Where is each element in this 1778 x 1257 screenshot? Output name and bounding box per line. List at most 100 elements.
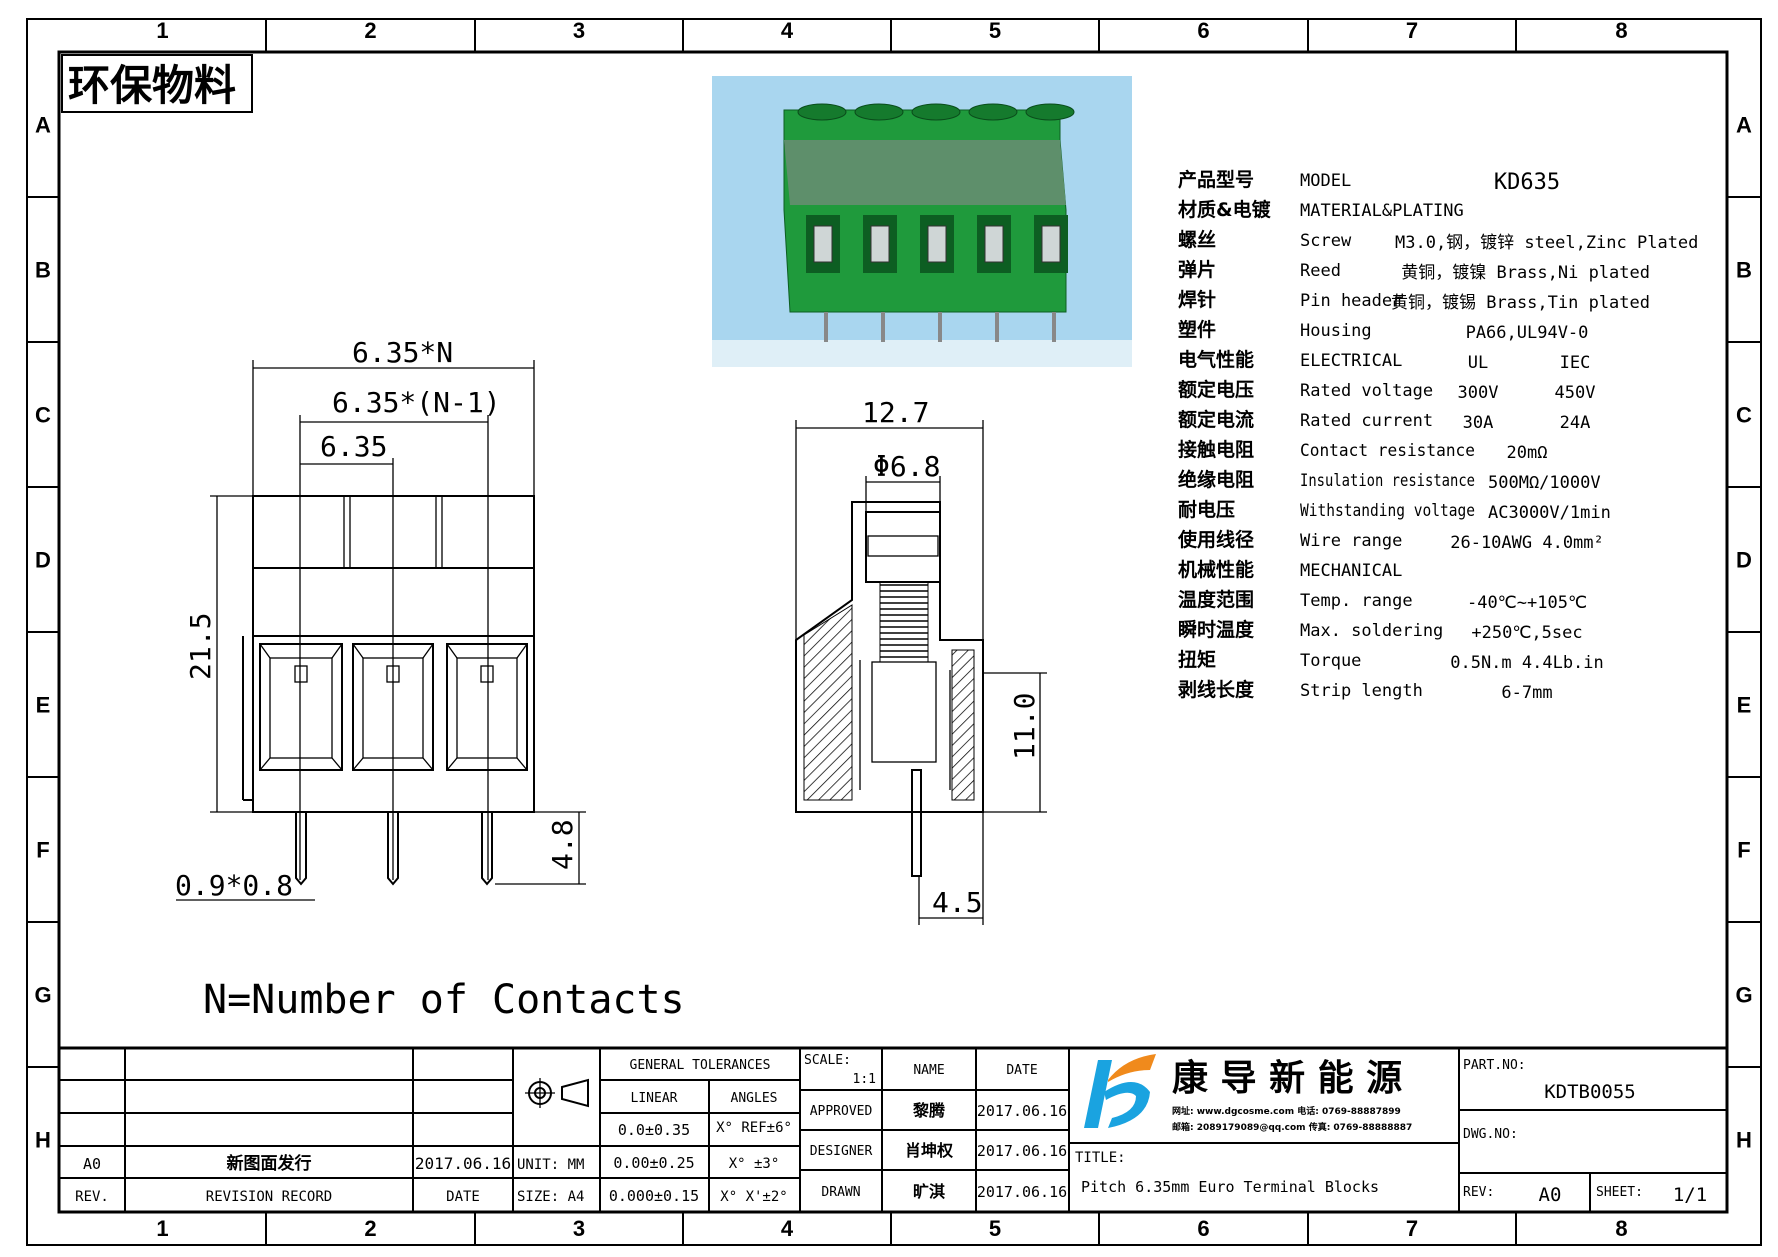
- spec-label-cn: 温度范围: [1178, 588, 1254, 611]
- drawn-label: DRAWN: [821, 1185, 860, 1200]
- spec-value: 500MΩ/1000V: [1488, 473, 1601, 493]
- linear-header: LINEAR: [631, 1091, 678, 1106]
- column-label: 4: [781, 1216, 794, 1241]
- spec-value-iec: IEC: [1560, 353, 1591, 373]
- part-no-label: PART.NO:: [1463, 1058, 1526, 1073]
- spec-value: 黄铜，镀镍 Brass,Ni plated: [1401, 263, 1650, 283]
- column-label: 5: [989, 1216, 1001, 1241]
- column-label: 8: [1615, 18, 1627, 43]
- drawing-title: Pitch 6.35mm Euro Terminal Blocks: [1081, 1178, 1379, 1196]
- spec-value-ul: 30A: [1463, 413, 1494, 433]
- rev-header: REV.: [75, 1189, 109, 1205]
- rev-number: A0: [1539, 1184, 1562, 1206]
- row-label: A: [1736, 113, 1752, 138]
- spec-label-cn: 机械性能: [1178, 558, 1254, 581]
- tol-angles-2: X° ±3°: [729, 1156, 780, 1172]
- approved-label: APPROVED: [810, 1104, 873, 1119]
- pin: [295, 812, 307, 886]
- spec-label-cn: 塑件: [1178, 318, 1216, 341]
- column-label: 1: [156, 1216, 168, 1241]
- spec-value: -40℃~+105℃: [1467, 593, 1587, 613]
- spec-label-en: Wire range: [1300, 531, 1402, 551]
- column-label: 1: [156, 18, 168, 43]
- designer-date: 2017.06.16: [977, 1142, 1067, 1160]
- company-name: 康 导 新 能 源: [1172, 1057, 1402, 1099]
- company-contact-2: 邮箱: 2089179089@qq.com 传真: 0769-88888887: [1172, 1121, 1412, 1133]
- rev-value: A0: [83, 1155, 101, 1173]
- row-label: E: [36, 693, 51, 718]
- spec-label-en: Contact resistance: [1300, 441, 1475, 461]
- dim-span: 6.35*(N-1): [332, 386, 501, 419]
- spec-label-en: Torque: [1300, 651, 1361, 671]
- row-label: A: [35, 113, 51, 138]
- wire-entry: [446, 643, 528, 771]
- spec-value: 20mΩ: [1507, 443, 1548, 463]
- spec-label-cn: 使用线径: [1177, 528, 1254, 551]
- sheet-number: 1/1: [1673, 1184, 1707, 1206]
- rev-label: REV:: [1463, 1185, 1494, 1200]
- spec-label-en: MECHANICAL: [1300, 561, 1402, 581]
- company-logo-icon: [1084, 1054, 1156, 1128]
- spec-label-en: Reed: [1300, 261, 1341, 281]
- row-label: E: [1737, 693, 1752, 718]
- column-label: 4: [781, 18, 794, 43]
- company-contact-1: 网址: www.dgcosme.com 电话: 0769-88887899: [1172, 1105, 1401, 1117]
- eco-badge-label: 环保物料: [68, 61, 236, 110]
- row-label: F: [1737, 838, 1750, 863]
- column-label: 7: [1406, 1216, 1418, 1241]
- spec-label-cn: 瞬时温度: [1178, 618, 1255, 641]
- row-label: G: [1735, 983, 1752, 1008]
- column-label: 3: [573, 1216, 585, 1241]
- spec-label-en: Withstanding voltage: [1300, 501, 1475, 521]
- spec-label-en: MATERIAL&PLATING: [1300, 201, 1464, 221]
- row-label: C: [35, 403, 51, 428]
- dim-height: 21.5: [184, 613, 217, 680]
- spec-label-cn: 产品型号: [1178, 168, 1254, 191]
- row-label: F: [36, 838, 49, 863]
- spec-label-en: Strip length: [1300, 681, 1423, 701]
- spec-label-cn: 绝缘电阻: [1178, 468, 1254, 491]
- spec-label-cn: 剥线长度: [1178, 678, 1255, 701]
- pin: [387, 812, 399, 886]
- angles-header: ANGLES: [731, 1091, 778, 1106]
- front-view: 6.35*N 6.35*(N-1) 6.35 21.5 4.8 0.9*0.8: [175, 336, 586, 902]
- tol-linear-3: 0.000±0.15: [609, 1187, 699, 1205]
- dim-side-width: 12.7: [862, 396, 929, 429]
- revision-date-value: 2017.06.16: [415, 1154, 511, 1173]
- scale-value: 1:1: [853, 1072, 876, 1087]
- column-label: 7: [1406, 18, 1418, 43]
- dim-total-width: 6.35*N: [352, 336, 453, 369]
- row-label: B: [35, 258, 51, 283]
- row-label: H: [35, 1128, 51, 1153]
- wire-entry: [259, 643, 343, 771]
- revision-date-header: DATE: [446, 1189, 480, 1205]
- spec-label-cn: 电气性能: [1178, 348, 1254, 371]
- spec-label-en: Screw: [1300, 231, 1352, 251]
- spec-value: M3.0,钢，镀锌 steel,Zinc Plated: [1395, 233, 1698, 253]
- spec-value: KD635: [1494, 170, 1560, 195]
- spec-value: 0.5N.m 4.4Lb.in: [1450, 653, 1604, 673]
- spec-label-en: Insulation resistance: [1300, 471, 1475, 491]
- title-block: A0 新图面发行 2017.06.16 REV. REVISION RECORD…: [59, 1046, 1727, 1212]
- approved-name: 黎腾: [913, 1101, 946, 1120]
- spec-label-cn: 焊针: [1178, 288, 1216, 311]
- dim-pitch: 6.35: [320, 430, 387, 463]
- row-label: B: [1736, 258, 1752, 283]
- tol-linear-2: 0.00±0.25: [613, 1154, 694, 1172]
- dim-pin-offset: 4.5: [932, 886, 983, 919]
- spec-value-ul: UL: [1468, 353, 1488, 373]
- dim-pin-length: 4.8: [546, 819, 579, 870]
- spec-value: 6-7mm: [1501, 683, 1552, 703]
- column-label: 2: [364, 18, 376, 43]
- spec-label-cn: 额定电流: [1178, 408, 1254, 431]
- general-tolerances-header: GENERAL TOLERANCES: [630, 1058, 771, 1073]
- row-label: D: [35, 548, 51, 573]
- pin: [481, 812, 493, 886]
- spec-label-en: Pin header: [1300, 291, 1402, 311]
- spec-value-iec: 450V: [1555, 383, 1596, 403]
- revision-record-value: 新图面发行: [227, 1153, 312, 1174]
- spec-value-ul: 300V: [1458, 383, 1499, 403]
- unit-label: UNIT: MM: [517, 1157, 584, 1173]
